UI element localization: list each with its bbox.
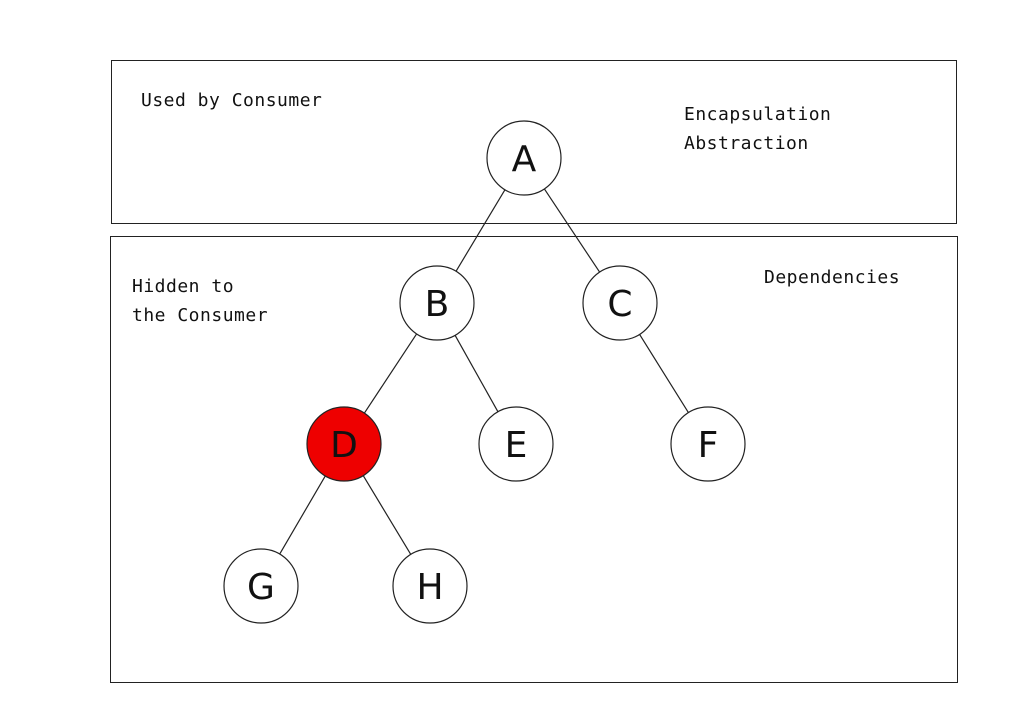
hidden-label-line-1: Hidden to	[132, 276, 235, 297]
node-h-label: H	[416, 567, 443, 608]
dependencies-label: Dependencies	[764, 263, 900, 292]
node-g-label: G	[247, 567, 275, 608]
node-a-circle	[486, 120, 562, 196]
hidden-label-line-2: the Consumer	[132, 305, 269, 326]
node-f: F	[670, 406, 746, 482]
edge-b-e	[454, 335, 499, 412]
consumer-region-label: Used by Consumer	[141, 86, 322, 115]
edge-b-d	[363, 333, 418, 414]
node-a: A	[486, 120, 562, 196]
node-e: E	[478, 406, 554, 482]
edge-a-b	[455, 189, 506, 272]
node-g: G	[223, 548, 299, 624]
node-f-label: F	[698, 425, 719, 466]
tree-edges	[279, 188, 689, 555]
node-h: H	[392, 548, 468, 624]
node-b-circle	[399, 265, 475, 341]
node-e-circle	[478, 406, 554, 482]
hidden-region-label: Hidden to the Consumer	[132, 272, 268, 330]
concepts-label: Encapsulation Abstraction	[684, 100, 831, 158]
dependencies-text: Dependencies	[764, 267, 901, 288]
node-d-circle	[306, 406, 382, 482]
node-d-label: D	[330, 425, 358, 466]
edge-a-c	[543, 188, 601, 273]
edge-c-f	[639, 334, 689, 413]
node-b: B	[399, 265, 475, 341]
node-a-label: A	[512, 139, 537, 180]
node-g-circle	[223, 548, 299, 624]
node-c: C	[582, 265, 658, 341]
node-c-label: C	[607, 284, 632, 325]
node-e-label: E	[505, 425, 528, 466]
abstraction-text: Abstraction	[684, 133, 809, 154]
hidden-region	[110, 236, 958, 683]
edge-d-g	[279, 475, 326, 555]
node-f-circle	[670, 406, 746, 482]
tree-nodes: A B C D E F G H	[223, 120, 746, 624]
encapsulation-text: Encapsulation	[684, 104, 832, 125]
edge-d-h	[362, 475, 412, 555]
node-b-label: B	[425, 284, 450, 325]
consumer-region	[111, 60, 957, 224]
node-c-circle	[582, 265, 658, 341]
node-d: D	[306, 406, 382, 482]
node-h-circle	[392, 548, 468, 624]
consumer-label-line: Used by Consumer	[141, 90, 323, 111]
